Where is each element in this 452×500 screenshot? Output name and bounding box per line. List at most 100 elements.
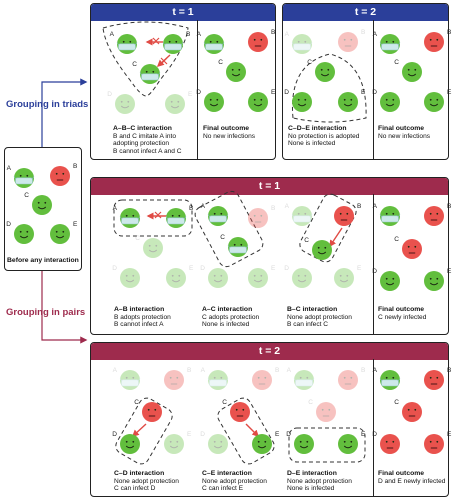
person-letter: B xyxy=(186,31,190,38)
person-letter: C xyxy=(24,192,29,199)
person-letter: D xyxy=(284,265,289,272)
person-letter: E xyxy=(271,89,276,96)
person-e-icon: E xyxy=(50,221,78,244)
person-letter: A xyxy=(201,367,206,374)
person-b-icon: B xyxy=(164,367,191,390)
person-letter: D xyxy=(372,89,377,96)
triad-t2-divider xyxy=(373,20,375,159)
person-b-icon: B xyxy=(338,367,365,390)
person-letter: D xyxy=(286,431,291,438)
person-b-icon: B xyxy=(165,205,193,228)
person-e-icon: E xyxy=(424,89,452,112)
person-a-icon: A xyxy=(201,203,229,226)
person-letter: A xyxy=(113,205,118,212)
person-a-icon: A xyxy=(373,367,401,390)
person-letter: C xyxy=(394,59,399,66)
person-b-icon: B xyxy=(162,31,190,54)
person-letter: A xyxy=(113,367,118,374)
person-letter: B xyxy=(447,29,451,36)
person-c-icon: C xyxy=(222,399,250,422)
group-pair-ab xyxy=(113,199,193,237)
person-letter: C xyxy=(394,236,399,243)
person-letter: E xyxy=(447,268,452,275)
person-a-icon: A xyxy=(285,203,313,226)
person-letter: E xyxy=(73,221,78,228)
person-letter: C xyxy=(308,399,313,406)
person-a-icon: A xyxy=(201,367,229,390)
block-cross-pair xyxy=(154,211,162,219)
person-d-icon: D xyxy=(372,431,400,454)
person-d-icon: D xyxy=(6,221,34,244)
connector-triads xyxy=(41,78,88,147)
person-letter: D xyxy=(112,265,117,272)
person-d-icon: D xyxy=(107,91,135,114)
person-c-icon: C xyxy=(132,61,161,84)
person-letter: B xyxy=(187,367,191,374)
person-b-icon: B xyxy=(338,29,365,52)
person-letter: A xyxy=(373,203,378,210)
person-letter: C xyxy=(304,237,309,244)
person-letter: A xyxy=(201,203,206,210)
person-e-icon: E xyxy=(338,89,366,112)
person-letter: D xyxy=(200,265,205,272)
person-letter: B xyxy=(361,367,365,374)
person-letter: E xyxy=(361,431,366,438)
initial-state-caption: Before any interaction xyxy=(7,257,79,264)
person-c-icon: C xyxy=(308,399,336,422)
person-d-icon: D xyxy=(284,265,312,288)
person-c-icon: C xyxy=(307,59,335,82)
person-letter: E xyxy=(188,91,193,98)
person-letter: A xyxy=(285,203,290,210)
pairs-t1-box: t = 1 xyxy=(90,177,449,335)
person-b-icon: B xyxy=(248,205,275,228)
person-d-icon: D xyxy=(112,431,140,454)
person-d-icon: D xyxy=(112,265,140,288)
group-pair-de xyxy=(288,427,366,463)
person-d-icon: D xyxy=(284,89,312,112)
person-a-icon: A xyxy=(7,165,35,188)
block-cross-c xyxy=(160,57,168,65)
person-letter: E xyxy=(187,431,192,438)
triad-t1-divider xyxy=(197,20,199,159)
person-letter: E xyxy=(447,431,452,438)
person-a-icon: A xyxy=(110,31,138,54)
person-letter: A xyxy=(373,367,378,374)
person-b-icon: B xyxy=(252,367,279,390)
person-letter: A xyxy=(7,165,12,172)
person-e-icon: E xyxy=(165,91,193,114)
group-pair-bc xyxy=(299,193,357,263)
person-c-icon: C xyxy=(220,234,249,257)
person-d-icon: D xyxy=(196,89,224,112)
person-c-icon: C xyxy=(304,237,332,260)
person-letter: E xyxy=(361,89,366,96)
person-c-icon: C xyxy=(394,399,422,422)
person-c-icon: C xyxy=(394,236,422,259)
person-e-icon: E xyxy=(248,265,276,288)
person-letter: D xyxy=(200,431,205,438)
person-a-icon: A xyxy=(287,367,315,390)
person-letter: A xyxy=(110,31,115,38)
person-d-icon: D xyxy=(372,89,400,112)
connector-pairs xyxy=(41,271,88,344)
triad-t1-header: t = 1 xyxy=(91,4,275,21)
block-cross-a xyxy=(152,37,160,45)
person-letter: A xyxy=(197,31,202,38)
person-letter: E xyxy=(357,265,362,272)
triad-t1-box: t = 1 xyxy=(90,3,276,160)
person-letter: D xyxy=(107,91,112,98)
person-e-icon: E xyxy=(166,265,194,288)
person-d-icon: D xyxy=(200,265,228,288)
person-letter: B xyxy=(189,205,193,212)
person-a-icon: A xyxy=(285,31,313,54)
person-letter: C xyxy=(134,399,139,406)
group-triad-cde xyxy=(291,53,367,123)
arrow-c-to-d xyxy=(131,423,147,437)
group-pair-cd xyxy=(115,397,173,465)
group-triad-abc xyxy=(102,21,189,97)
person-a-icon: A xyxy=(373,31,401,54)
